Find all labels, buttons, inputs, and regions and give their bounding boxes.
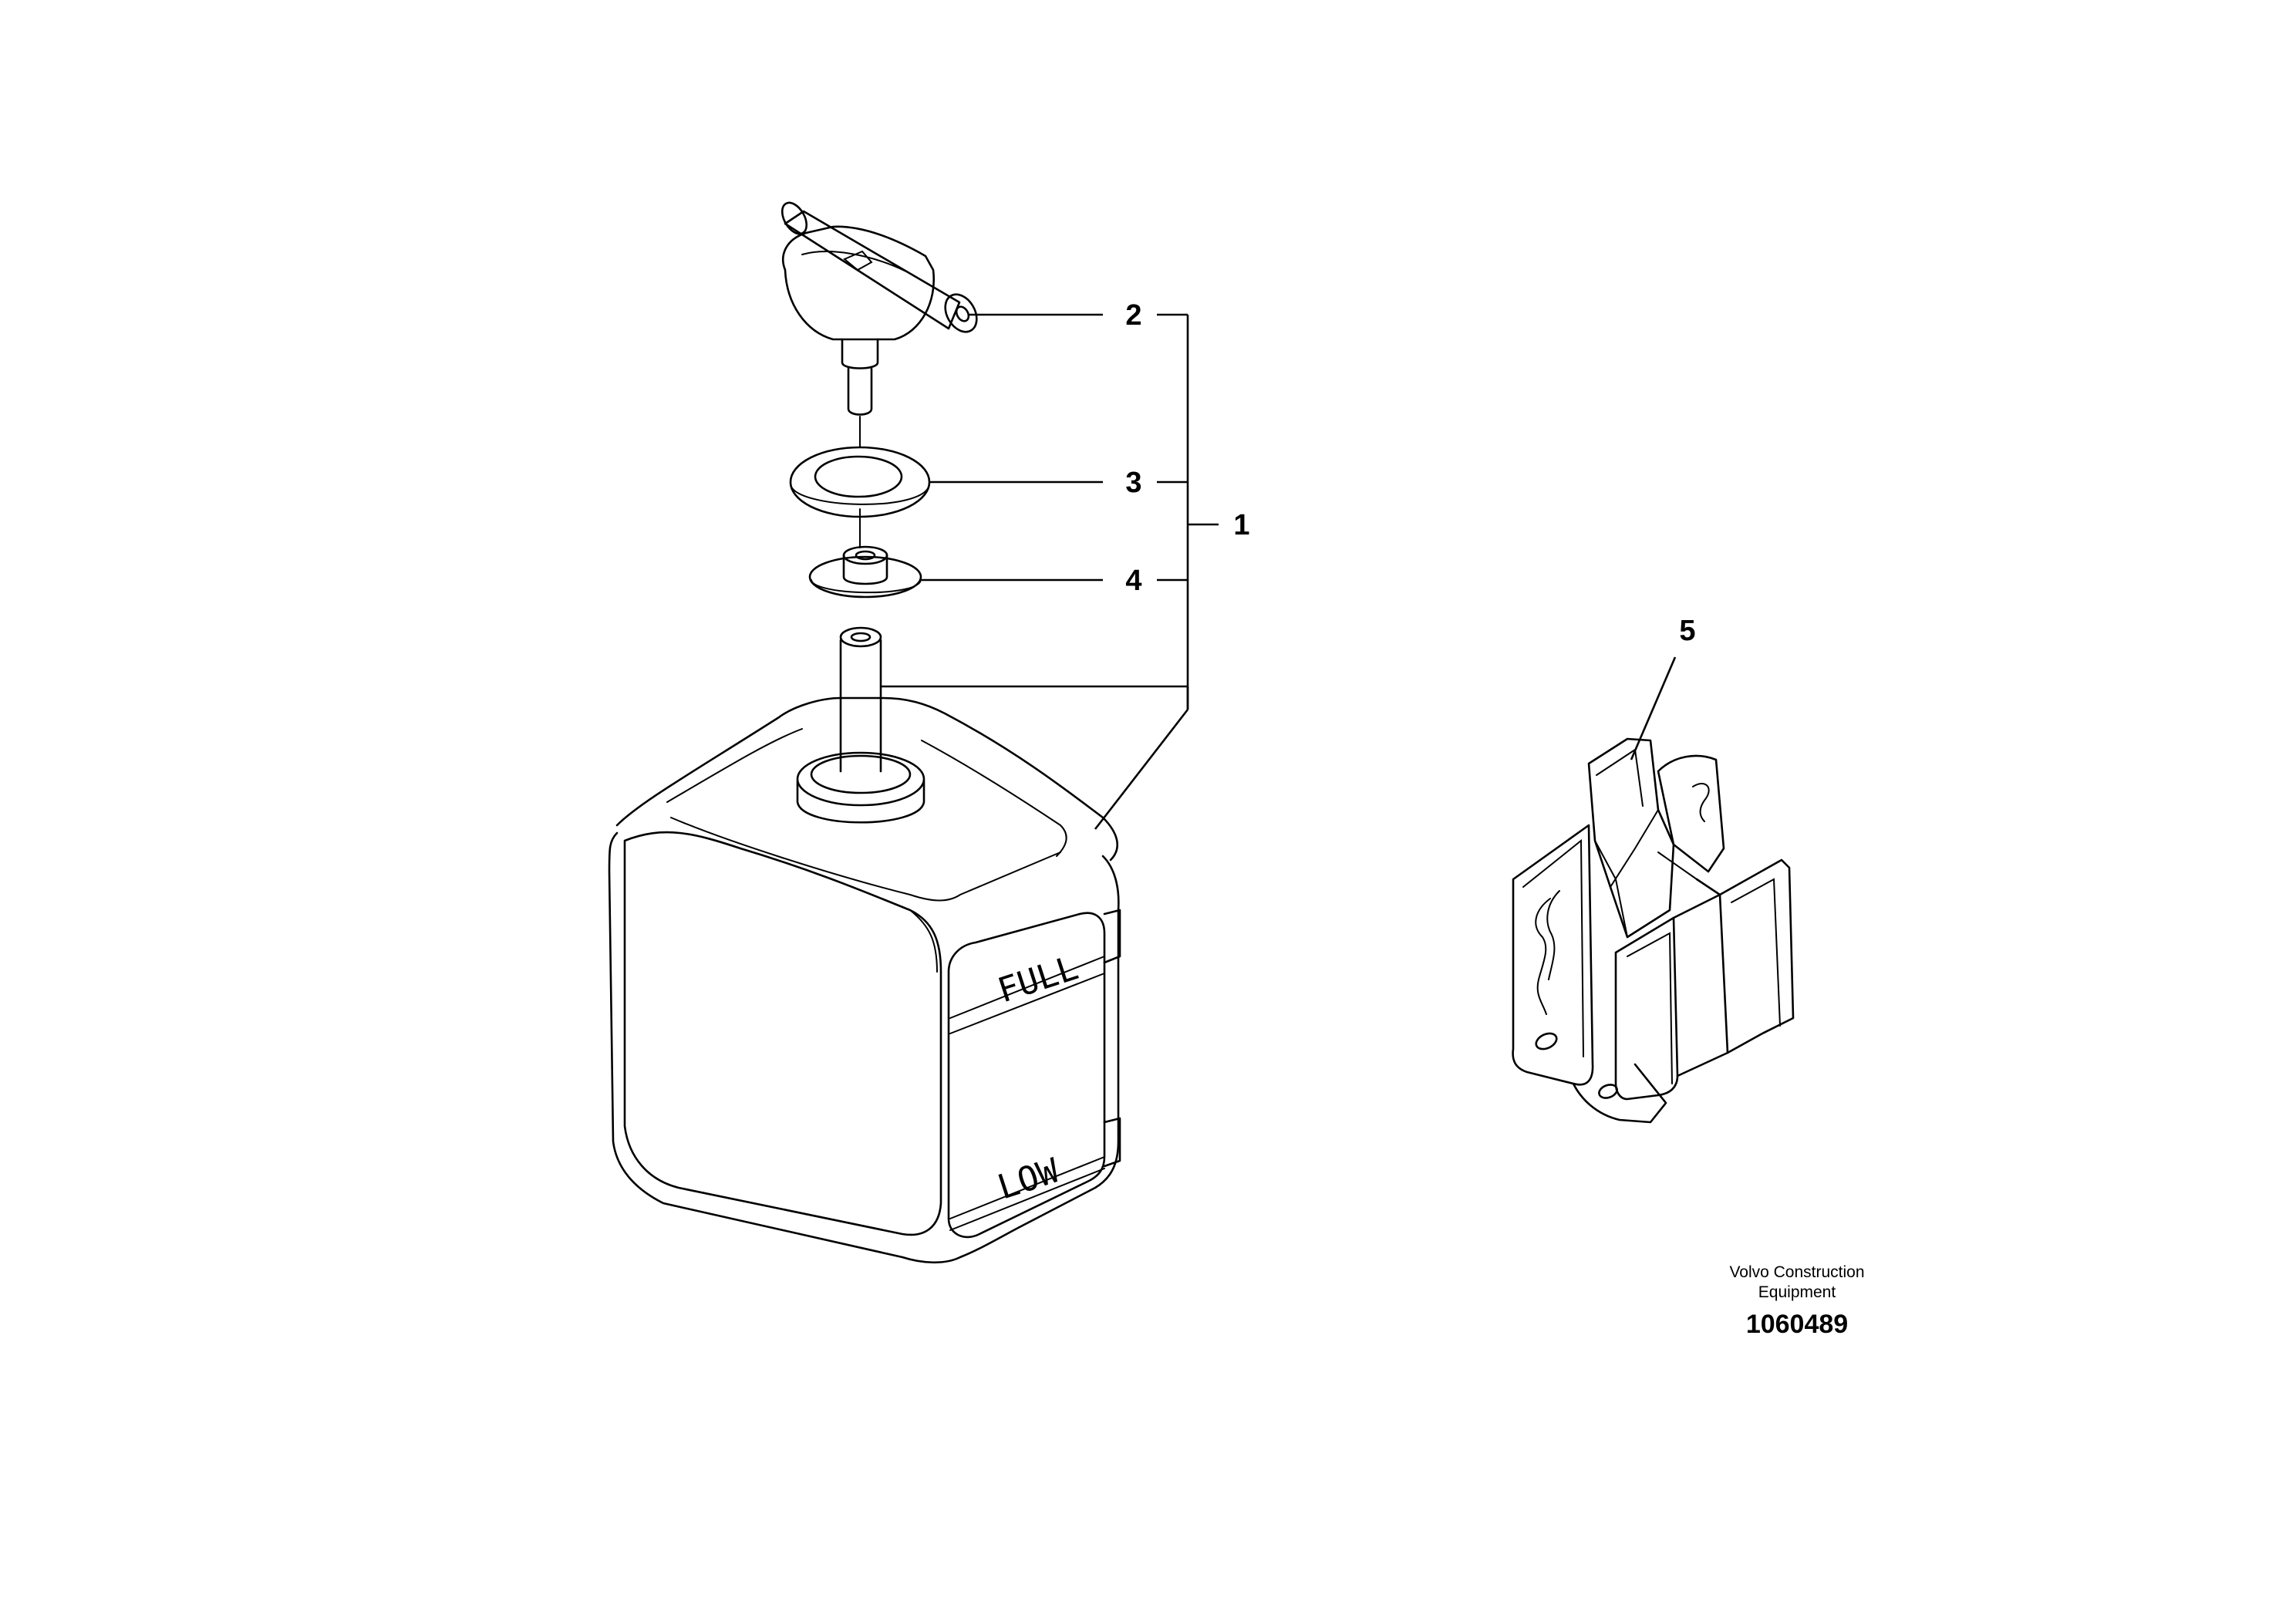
gasket-part xyxy=(789,446,931,518)
bracket-part xyxy=(1512,737,1795,1124)
callout-4: 4 xyxy=(1125,565,1141,597)
fitting-part xyxy=(781,201,978,416)
leader-lines xyxy=(881,313,1219,830)
callout-1: 1 xyxy=(1233,509,1249,541)
brand-line-2: Equipment xyxy=(1758,1283,1836,1301)
tank-full-label: FULL xyxy=(993,948,1084,1010)
tank-part: FULL LOW xyxy=(608,626,1121,1264)
brand-line-1: Volvo Construction xyxy=(1729,1263,1864,1281)
brand-block: Volvo Construction Equipment 1060489 xyxy=(1729,1263,1864,1339)
callout-3: 3 xyxy=(1125,467,1141,499)
callout-2: 2 xyxy=(1125,299,1141,332)
callout-5: 5 xyxy=(1679,615,1695,647)
part-number: 1060489 xyxy=(1746,1310,1848,1339)
grommet-part xyxy=(808,545,922,599)
